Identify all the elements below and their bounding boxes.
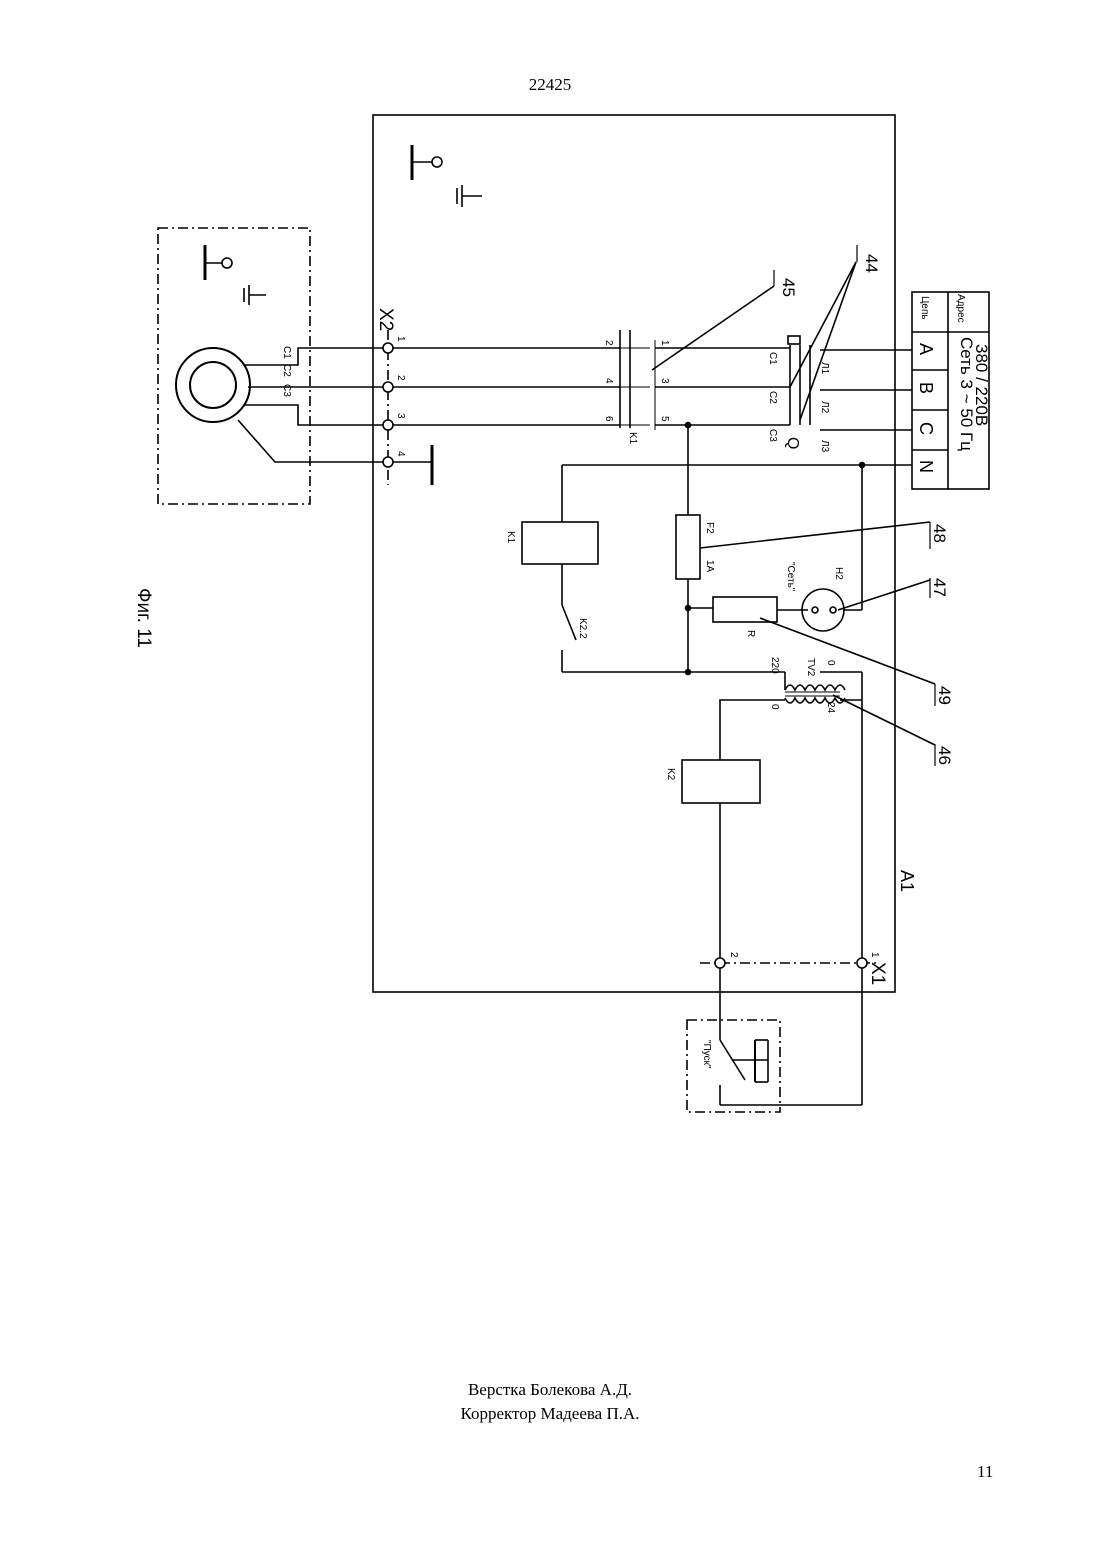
motor-lead-c3: C3: [281, 384, 292, 397]
coil-k2: [682, 760, 760, 803]
pushbutton-icon: [733, 1040, 768, 1082]
callout-44: 44: [862, 254, 881, 273]
lamp-h2-icon: [802, 589, 844, 631]
k1-terminal-3: 3: [659, 378, 670, 384]
tv2-secondary-24: 24: [825, 702, 836, 714]
lamp-h2-label: H2: [833, 567, 844, 580]
motor-ground-icon: [205, 245, 266, 305]
callout-45: 45: [779, 278, 798, 297]
callout-49: 49: [935, 686, 954, 705]
x2-pin-2: 2: [395, 375, 406, 381]
phase-b: B: [916, 382, 936, 394]
contact-k2-label: K2.2: [577, 618, 588, 639]
k1-terminal-4: 4: [603, 378, 614, 384]
figure-caption: Фиг. 11: [133, 588, 154, 648]
phase-n: N: [916, 460, 936, 473]
table-header-address: Адрес: [955, 294, 966, 323]
connector-x2-label: X2: [375, 308, 396, 331]
k1-terminal-5: 5: [659, 416, 670, 422]
coil-k1: [522, 522, 598, 564]
callout-46: 46: [935, 746, 954, 765]
tv2-primary-0: 0: [825, 660, 836, 666]
page-number: 11: [977, 1462, 993, 1482]
unit-a1-label: A1: [897, 870, 917, 892]
fuse-f2-label: F2: [704, 522, 715, 534]
unit-a1-frame: [373, 115, 895, 992]
lamp-h2-caption: "Сеть": [785, 562, 796, 592]
callout-47: 47: [930, 578, 949, 597]
credits: Верстка Болекова А.Д. Корректор Мадеева …: [0, 1378, 1100, 1426]
k1-terminal-2: 2: [603, 340, 614, 346]
q-line-l3: Л3: [819, 440, 830, 453]
x1-pin-1: 1: [869, 952, 880, 958]
resistor-r: [713, 597, 777, 622]
transformer-tv2: [785, 685, 845, 690]
x2-pin-1: 1: [395, 336, 406, 342]
fuse-f2-rating: 1А: [704, 560, 715, 573]
q-load-c3: C3: [767, 429, 778, 442]
layout-credit: Верстка Болекова А.Д.: [0, 1378, 1100, 1402]
motor-lead-c2: C2: [281, 364, 292, 377]
table-network-line2: 380 / 220В: [972, 344, 991, 426]
tv2-secondary-0: 0: [769, 704, 780, 710]
table-header-circuit: Цепь: [919, 296, 930, 320]
start-button-label: "Пуск": [701, 1040, 712, 1069]
motor-icon: [176, 348, 250, 422]
tv2-label: TV2: [805, 658, 816, 677]
coil-k2-label: K2: [665, 768, 676, 781]
breaker-q-label: Q: [784, 437, 801, 449]
x2-pin-4: 4: [395, 451, 406, 457]
ground-icon: [412, 145, 482, 207]
k1-terminal-1: 1: [659, 340, 670, 346]
phase-c: C: [916, 422, 936, 435]
k1-terminal-6: 6: [603, 416, 614, 422]
connector-x1-label: X1: [867, 962, 888, 985]
coil-k1-label: K1: [505, 531, 516, 544]
motor-lead-c1: C1: [281, 346, 292, 359]
tv2-primary-220: 220: [769, 657, 780, 674]
fuse-f2: [676, 515, 700, 579]
phase-a: A: [916, 343, 936, 355]
callout-48: 48: [930, 524, 949, 543]
q-load-c2: C2: [767, 391, 778, 404]
resistor-r-label: R: [745, 630, 756, 637]
q-line-l1: Л1: [819, 362, 830, 375]
corrector-credit: Корректор Мадеева П.А.: [0, 1402, 1100, 1426]
q-load-c1: C1: [767, 352, 778, 365]
k1-contacts-label: K1: [627, 432, 638, 445]
x1-pin-2: 2: [728, 952, 739, 958]
start-button-enclosure: [687, 1020, 780, 1112]
q-line-l2: Л2: [819, 401, 830, 414]
x2-pin-3: 3: [395, 413, 406, 419]
